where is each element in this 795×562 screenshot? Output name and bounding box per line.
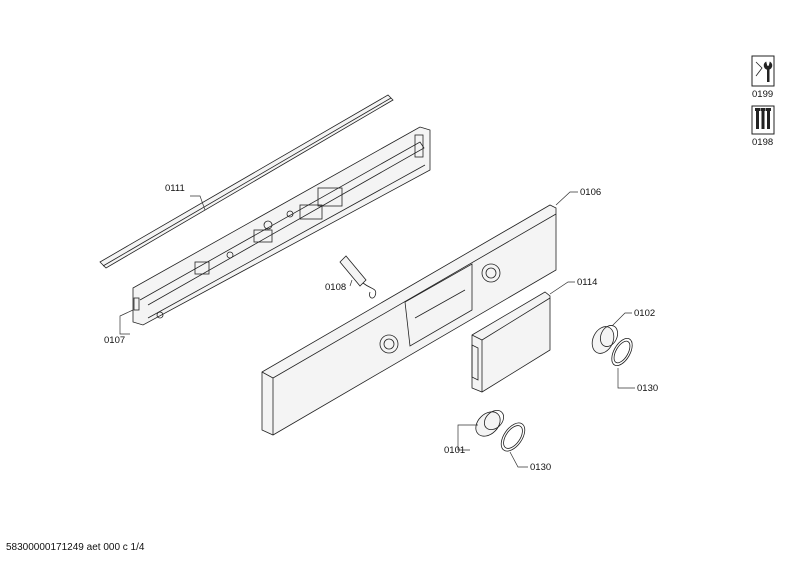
wrench-service-icon [751,55,775,87]
part-0130-ring-upper [611,338,633,366]
part-0107-frame [132,126,431,326]
label-0198: 0198 [752,137,773,148]
part-0101-knob [475,409,505,437]
label-0111: 0111 [165,183,185,194]
label-0130-upper: 0130 [637,383,658,394]
leader-lines [119,191,635,468]
screws-icon [751,105,775,135]
label-0130-lower: 0130 [530,462,551,473]
label-0114: 0114 [577,277,597,288]
label-0102: 0102 [634,308,655,319]
label-0199: 0199 [752,89,773,100]
part-0102-knob [591,325,619,354]
part-0108-sensor-cable [339,255,377,299]
label-0108: 0108 [325,282,346,293]
document-footer-id: 58300000171249 aet 000 c 1/4 [6,542,145,553]
part-0111-seal-strip [99,94,394,269]
part-0106-control-panel [261,204,557,436]
part-0114-display-module [471,291,551,393]
label-0107: 0107 [104,335,125,346]
label-0101: 0101 [444,445,465,456]
part-0130-ring-lower [500,422,526,452]
label-0106: 0106 [580,187,601,198]
